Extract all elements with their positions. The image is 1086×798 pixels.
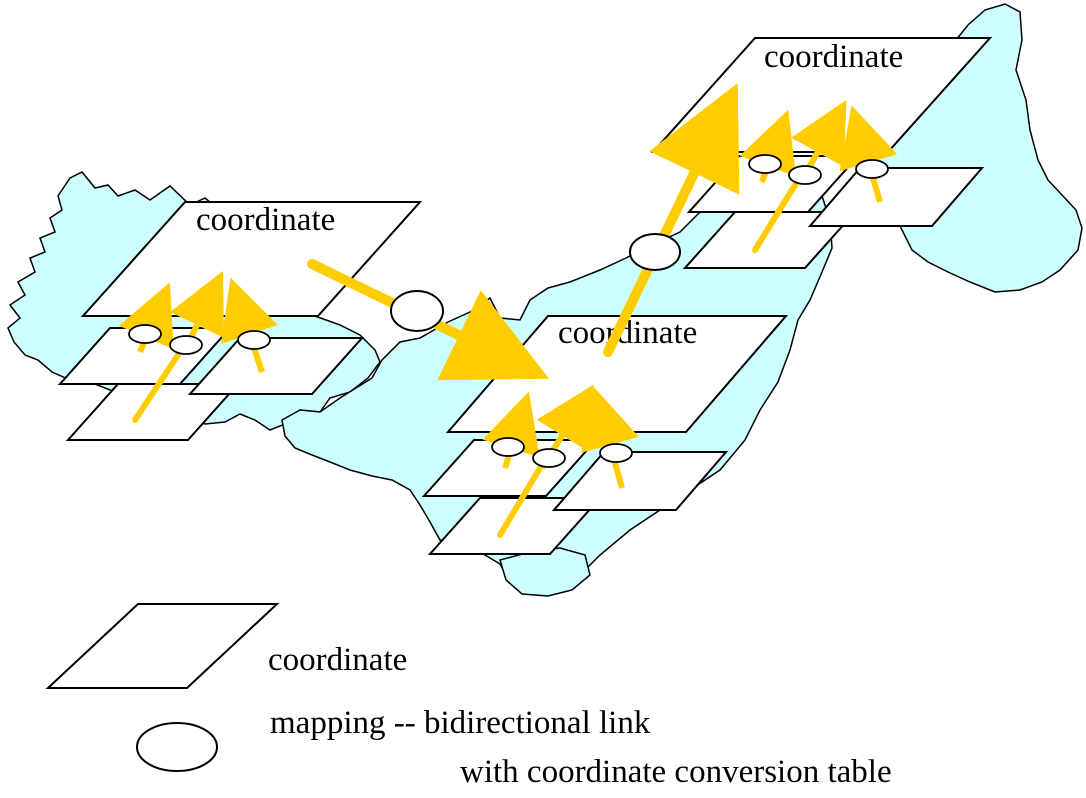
legend: coordinate mapping -- bidirectional link… bbox=[45, 603, 892, 790]
plane-label-right: coordinate bbox=[764, 39, 903, 75]
arrow-up bbox=[497, 465, 543, 538]
arrow-up bbox=[132, 352, 181, 423]
mapping-ellipse bbox=[748, 154, 782, 174]
mapping-ellipse bbox=[128, 324, 162, 344]
legend-plane-icon bbox=[45, 603, 280, 689]
mapping-ellipse bbox=[532, 448, 566, 468]
legend-mapping-label-line1: mapping -- bidirectional link bbox=[270, 705, 651, 741]
mapping-ellipse bbox=[237, 330, 271, 350]
coordinate-plane-small bbox=[807, 167, 985, 227]
legend-plane-label: coordinate bbox=[268, 642, 407, 678]
mapping-ellipse bbox=[491, 437, 525, 457]
mapping-ellipse bbox=[599, 443, 633, 463]
mapping-ellipse-link bbox=[390, 290, 444, 332]
legend-mapping-icon bbox=[136, 722, 218, 772]
inter-region-links bbox=[307, 82, 740, 381]
mapping-ellipse bbox=[788, 165, 822, 185]
mapping-ellipse bbox=[855, 159, 889, 179]
legend-mapping-label-line2: with coordinate conversion table bbox=[460, 754, 892, 790]
group-left: coordinate bbox=[57, 201, 423, 441]
plane-label-left: coordinate bbox=[196, 202, 335, 238]
coordinate-plane-small bbox=[187, 337, 365, 395]
coordinate-plane-small bbox=[551, 451, 729, 511]
mapping-ellipse-link bbox=[629, 233, 681, 271]
mapping-ellipse bbox=[169, 335, 203, 355]
arrow-up bbox=[752, 182, 798, 253]
coordinate-plane-small bbox=[427, 497, 603, 555]
